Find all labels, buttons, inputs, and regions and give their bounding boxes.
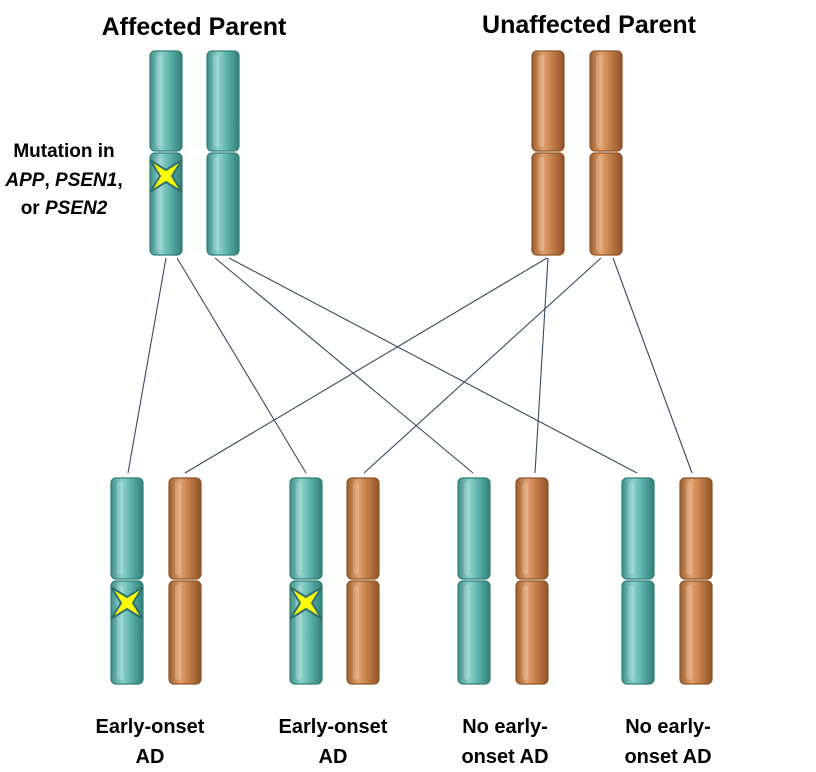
offspring-1-chromosome-paternal-shine xyxy=(175,585,181,680)
unaffected-parent-chromosome-1-upper-arm xyxy=(531,50,565,152)
offspring-1-mutation-star-icon xyxy=(110,586,144,620)
offspring-3-chromosome-maternal-lower-arm xyxy=(457,580,491,685)
offspring-3-chromosome-paternal-shine xyxy=(522,585,528,680)
offspring-2-chromosome-paternal-lower-arm xyxy=(346,580,380,685)
offspring-2-mutation-star-icon-shape xyxy=(289,586,323,620)
affected-parent-title: Affected Parent xyxy=(102,13,287,41)
offspring-3-chromosome-paternal-shine xyxy=(522,482,528,575)
inheritance-line-6 xyxy=(363,257,602,474)
offspring-labels: Early-onset AD Early-onset AD No early- … xyxy=(96,716,712,768)
offspring-4-chromosome-maternal-upper-arm xyxy=(621,477,655,580)
inheritance-lines xyxy=(127,257,693,474)
offspring-3-label-line1: No early- xyxy=(462,716,548,738)
offspring-1-chromosome-maternal-upper-arm xyxy=(110,477,144,580)
offspring-3-chromosome-maternal xyxy=(457,477,491,685)
offspring-3-chromosome-maternal-upper-arm xyxy=(457,477,491,580)
offspring-1-label-line1: Early-onset xyxy=(96,716,205,738)
offspring-4-label-line1: No early- xyxy=(625,716,711,738)
offspring-3-chromosome-maternal-shine xyxy=(464,585,470,680)
offspring-4-chromosome-maternal-shine xyxy=(628,585,634,680)
affected-parent-chromosome-1-shine xyxy=(156,55,162,147)
mutation-label-line3: or PSEN2 xyxy=(21,198,108,219)
offspring-2-chromosome-maternal-upper-arm xyxy=(289,477,323,580)
unaffected-parent-chromosome-2-shine xyxy=(596,157,602,251)
affected-parent-chromosome-2-upper-arm xyxy=(206,50,240,152)
offspring-2-mutation-star-icon xyxy=(289,586,323,620)
offspring-4-chromosome-paternal xyxy=(679,477,713,685)
mutation-star-icon xyxy=(149,159,183,193)
offspring-4-chromosome-maternal xyxy=(621,477,655,685)
unaffected-parent-chromosome-2-shine xyxy=(596,55,602,147)
offspring-3-chromosome-maternal-shine xyxy=(464,482,470,575)
mutation-label: Mutation in APP, PSEN1, or PSEN2 xyxy=(4,141,122,219)
inheritance-line-3 xyxy=(214,257,474,474)
affected-parent-chromosome-1 xyxy=(149,50,183,256)
offspring-3-chromosome-paternal xyxy=(515,477,549,685)
offspring-3-chromosome-paternal-lower-arm xyxy=(515,580,549,685)
offspring-2-label-line1: Early-onset xyxy=(279,716,388,738)
affected-parent-chromosome-2 xyxy=(206,50,240,256)
offspring-1-chromosome-paternal-lower-arm xyxy=(168,580,202,685)
offspring-4-chromosome-paternal-upper-arm xyxy=(679,477,713,580)
chromosomes xyxy=(110,50,713,685)
offspring-1-mutation-star-icon-shape xyxy=(110,586,144,620)
unaffected-parent-chromosome-1-shine xyxy=(538,157,544,251)
offspring-2-chromosome-paternal-shine xyxy=(353,585,359,680)
unaffected-parent-chromosome-1-lower-arm xyxy=(531,152,565,256)
offspring-2-chromosome-paternal-upper-arm xyxy=(346,477,380,580)
offspring-1-label-line2: AD xyxy=(136,746,165,768)
offspring-1-chromosome-paternal-upper-arm xyxy=(168,477,202,580)
unaffected-parent-chromosome-2-lower-arm xyxy=(589,152,623,256)
unaffected-parent-chromosome-2 xyxy=(589,50,623,256)
offspring-4-chromosome-maternal-lower-arm xyxy=(621,580,655,685)
offspring-1-chromosome-paternal xyxy=(168,477,202,685)
offspring-4-chromosome-paternal-shine xyxy=(686,585,692,680)
mutation-label-line1: Mutation in xyxy=(13,141,114,162)
unaffected-parent-chromosome-1-shine xyxy=(538,55,544,147)
affected-parent-chromosome-2-shine xyxy=(213,55,219,147)
mutation-label-line2: APP, PSEN1, xyxy=(4,170,122,191)
unaffected-parent-chromosome-1 xyxy=(531,50,565,256)
offspring-2-chromosome-maternal xyxy=(289,477,323,685)
inheritance-line-8 xyxy=(612,257,693,474)
offspring-2-chromosome-paternal-shine xyxy=(353,482,359,575)
offspring-2-chromosome-paternal xyxy=(346,477,380,685)
offspring-4-label-line2: onset AD xyxy=(624,746,711,768)
mutation-star-icon-shape xyxy=(149,159,183,193)
offspring-1-chromosome-paternal-shine xyxy=(175,482,181,575)
offspring-3-chromosome-paternal-upper-arm xyxy=(515,477,549,580)
affected-parent-chromosome-2-lower-arm xyxy=(206,152,240,256)
offspring-1-chromosome-maternal-shine xyxy=(117,482,123,575)
offspring-4-chromosome-paternal-lower-arm xyxy=(679,580,713,685)
offspring-4-chromosome-paternal-shine xyxy=(686,482,692,575)
offspring-4-chromosome-maternal-shine xyxy=(628,482,634,575)
inheritance-line-5 xyxy=(184,257,548,474)
inheritance-line-1 xyxy=(127,257,167,474)
inheritance-line-2 xyxy=(176,257,307,474)
unaffected-parent-title: Unaffected Parent xyxy=(482,11,697,39)
offspring-3-label-line2: onset AD xyxy=(461,746,548,768)
inheritance-line-7 xyxy=(534,257,549,474)
offspring-2-label-line2: AD xyxy=(319,746,348,768)
affected-parent-chromosome-2-shine xyxy=(213,157,219,251)
offspring-2-chromosome-maternal-shine xyxy=(296,482,302,575)
unaffected-parent-chromosome-2-upper-arm xyxy=(589,50,623,152)
affected-parent-chromosome-1-upper-arm xyxy=(149,50,183,152)
inheritance-line-4 xyxy=(228,257,638,474)
offspring-1-chromosome-maternal xyxy=(110,477,144,685)
